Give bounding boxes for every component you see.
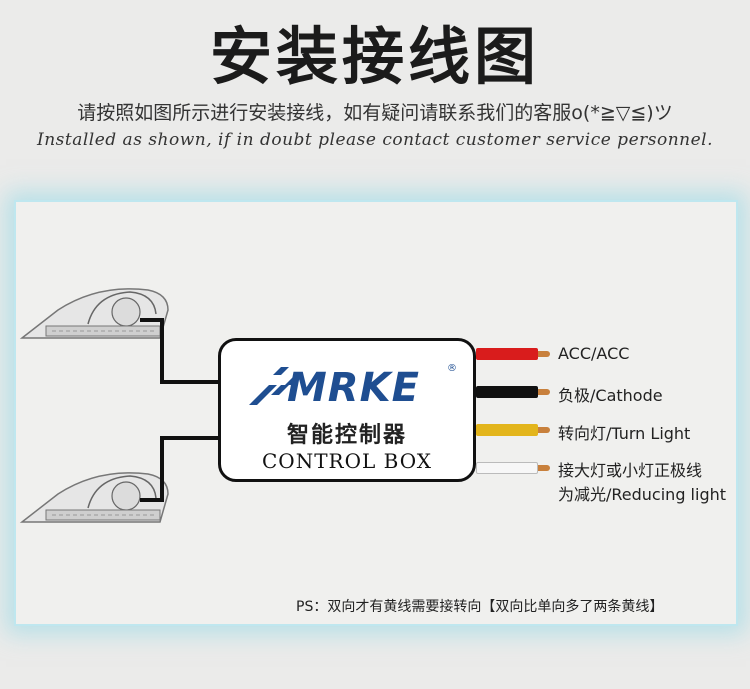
lamp-wire (160, 436, 220, 440)
wire-white (476, 462, 538, 474)
lamp-wire (140, 498, 164, 502)
brand-name: MRKE (287, 365, 420, 411)
lamp-wire (160, 436, 164, 502)
registered-mark: ® (447, 363, 457, 374)
lamp-wire (160, 380, 220, 384)
wire-label-reducing-light: 为减光/Reducing light (558, 485, 727, 504)
control-box-name-en: CONTROL BOX (262, 449, 432, 473)
wire-label-headlight: 接大灯或小灯正极线 (558, 461, 703, 480)
lamp-bottom-illustration (19, 472, 169, 523)
ps-note: PS：双向才有黄线需要接转向【双向比单向多了两条黄线】 (296, 599, 664, 615)
wire-yellow (476, 424, 538, 436)
wire-black (476, 386, 538, 398)
wire-label-acc: ACC/ACC (558, 344, 630, 363)
wire-black-tip (538, 389, 550, 395)
instruction-en: Installed as shown, if in doubt please c… (36, 130, 714, 150)
lamp-wire (140, 318, 164, 322)
lamp-wire (160, 318, 164, 382)
wire-yellow-tip (538, 427, 550, 433)
wire-red (476, 348, 538, 360)
control-box-name-cn: 智能控制器 (286, 423, 407, 448)
wire-white-tip (538, 465, 550, 471)
page-title: 安装接线图 (209, 20, 540, 93)
lamp-top-illustration (19, 288, 169, 339)
wire-red-tip (538, 351, 550, 357)
wire-label-turn-light: 转向灯/Turn Light (558, 424, 691, 443)
wire-label-cathode: 负极/Cathode (558, 386, 663, 405)
control-box: MRKE ® 智能控制器 CONTROL BOX (218, 338, 476, 482)
instruction-cn: 请按照如图所示进行安装接线，如有疑问请联系我们的客服o(*≧▽≦)ツ (77, 102, 673, 124)
brand-logo-icon (249, 367, 303, 405)
